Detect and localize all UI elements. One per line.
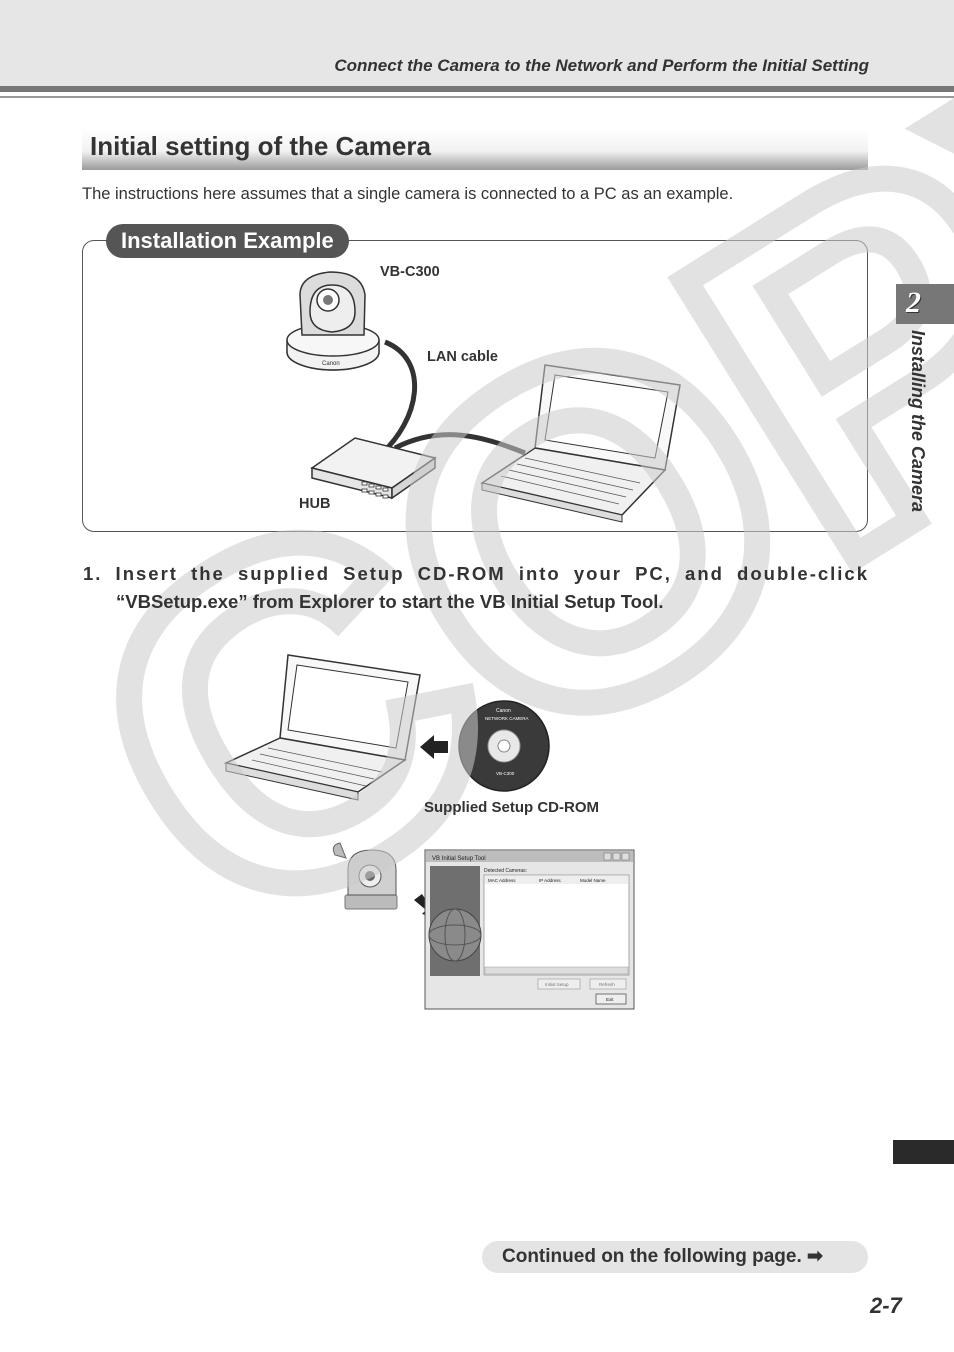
header-band [0,0,954,86]
step-1-line-2: “VBSetup.exe” from Explorer to start the… [116,591,664,612]
chapter-number: 2 [906,286,921,319]
exit-button: Exit [606,997,614,1002]
cd-model: VB-C300 [496,771,515,776]
hub-label: HUB [299,496,331,512]
column-model-name: Model Name [580,878,606,883]
setup-group-label: Detected Cameras: [484,868,527,874]
continued-label: Continued on the following page. [502,1246,802,1267]
setup-window-title: VB Initial Setup Tool [432,856,486,862]
cd-title: NETWORK CAMERA [485,716,529,721]
arrow-down-right-icon [414,894,436,918]
intro-paragraph: The instructions here assumes that a sin… [82,185,734,203]
initial-setup-button: Initial Setup [545,982,569,987]
cd-brand: Canon [496,708,511,714]
arrow-left-icon [420,735,448,759]
section-title-bar [82,128,868,170]
continued-pill [482,1241,868,1273]
header-rule-thin [0,96,954,98]
column-mac-address: MAC Address [488,878,516,883]
cd-rom-icon: Canon NETWORK CAMERA VB-C300 [458,700,550,792]
refresh-button: Refresh [599,982,615,987]
page-number: 2-7 [870,1293,902,1318]
step-1-instruction: 1. Insert the supplied Setup CD-ROM into… [83,560,869,616]
chapter-title-wrap: Installing the Camera [896,330,936,550]
setup-tool-window: VB Initial Setup Tool Detected Cameras: … [424,849,635,1010]
installation-example-box [82,240,868,532]
setup-tool-icon [332,842,398,910]
camera-label: VB-C300 [380,264,440,280]
chapter-title: Installing the Camera [908,330,928,513]
column-ip-address: IP Address [539,878,561,883]
laptop-icon-step [223,654,421,801]
arrow-right-icon: ➡ [807,1246,823,1267]
cd-rom-label: Supplied Setup CD-ROM [424,799,599,816]
lan-cable-label: LAN cable [427,349,498,365]
section-title: Initial setting of the Camera [90,131,431,161]
continued-note: Continued on the following page. ➡ [502,1245,823,1268]
installation-example-label: Installation Example [106,224,349,258]
chapter-tab [896,284,954,324]
thumb-index-tab [893,1140,954,1164]
globe-image [428,908,482,962]
running-header: Connect the Camera to the Network and Pe… [334,56,869,75]
header-rule [0,86,954,92]
step-1-line-1: 1. Insert the supplied Setup CD-ROM into… [83,563,869,584]
